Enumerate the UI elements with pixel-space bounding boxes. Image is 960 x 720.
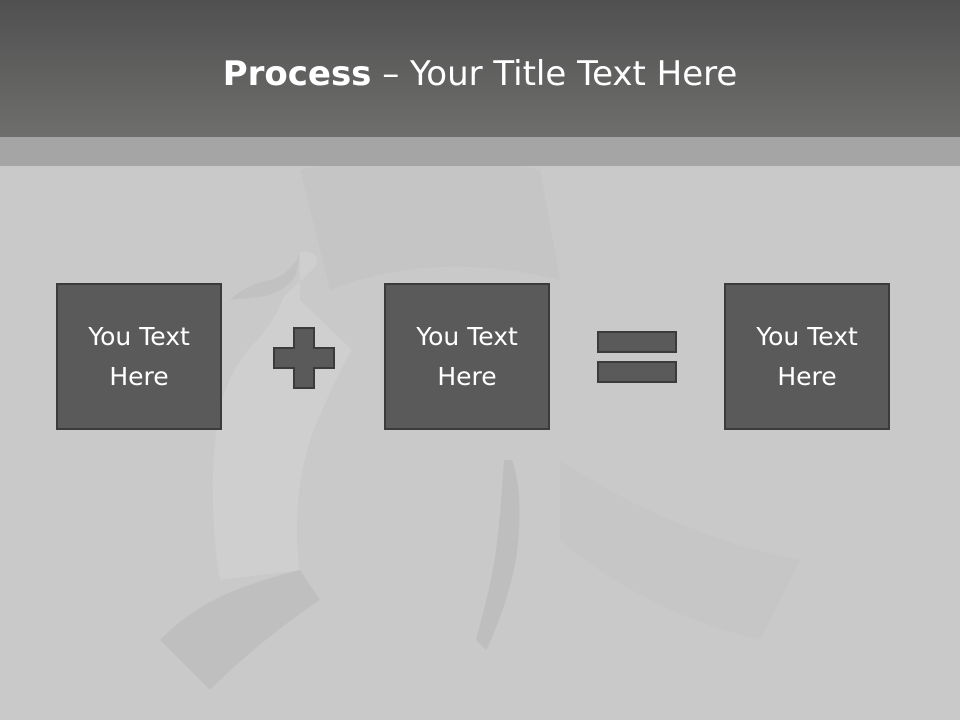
- process-box-1-text: You Text Here: [69, 317, 209, 397]
- process-box-2-text: You Text Here: [397, 317, 537, 397]
- process-box-3-text: You Text Here: [737, 317, 877, 397]
- header-band: Process – Your Title Text Here: [0, 0, 960, 137]
- equals-icon: [597, 331, 677, 383]
- process-box-2[interactable]: You Text Here: [384, 283, 550, 430]
- process-box-2-line1: You Text: [416, 321, 518, 351]
- process-box-3-line2: Here: [777, 361, 837, 391]
- process-box-3-line1: You Text: [756, 321, 858, 351]
- plus-icon: [273, 327, 335, 389]
- process-box-1[interactable]: You Text Here: [56, 283, 222, 430]
- process-box-3[interactable]: You Text Here: [724, 283, 890, 430]
- process-box-1-line1: You Text: [88, 321, 190, 351]
- slide-title[interactable]: Process – Your Title Text Here: [0, 52, 960, 96]
- header-strip: [0, 137, 960, 166]
- title-bold-part: Process: [222, 54, 372, 94]
- process-box-1-line2: Here: [109, 361, 169, 391]
- process-box-2-line2: Here: [437, 361, 497, 391]
- title-regular-part: – Your Title Text Here: [371, 54, 738, 94]
